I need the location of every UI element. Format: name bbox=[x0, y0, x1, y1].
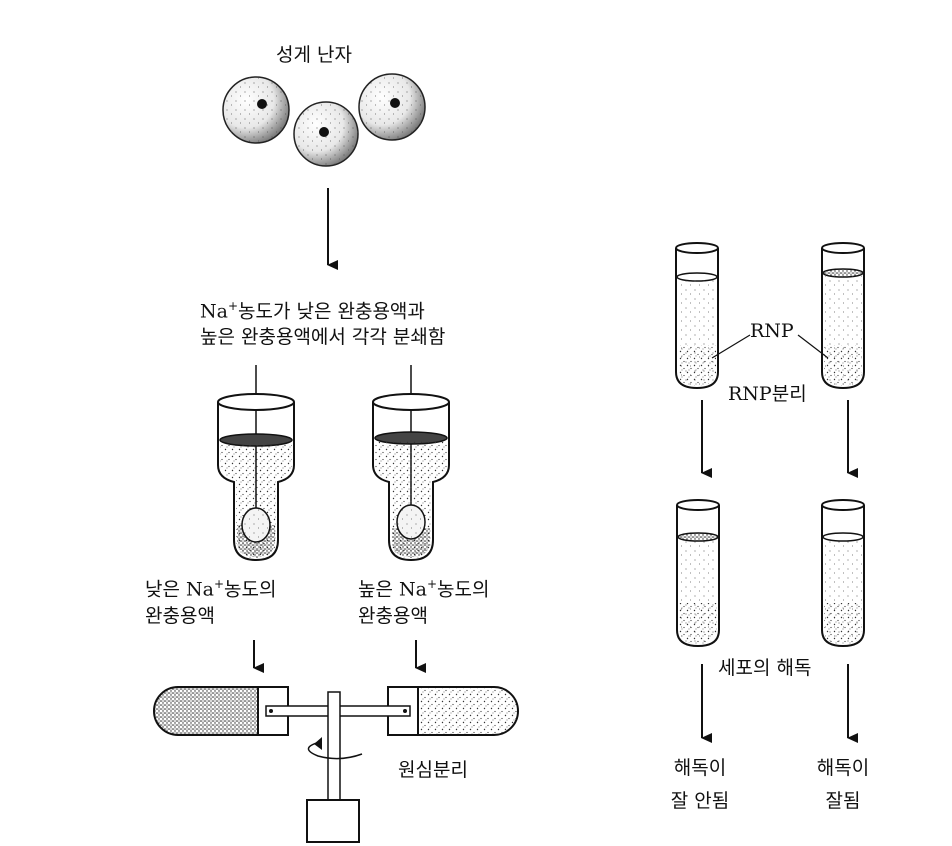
rnp-pointer-right bbox=[797, 334, 829, 359]
translation-tube-left bbox=[676, 499, 720, 648]
eggs-label: 성게 난자 bbox=[276, 44, 352, 66]
good-translation-line1: 해독이 bbox=[816, 757, 870, 779]
low-na-label-line1: 낮은 Na+농도의 bbox=[145, 571, 276, 603]
homogenizer-left bbox=[217, 365, 295, 562]
plus-sup: + bbox=[213, 577, 225, 591]
dissolve-text-line2: 높은 완충용액에서 각각 분쇄함 bbox=[200, 326, 446, 348]
plus-sup: + bbox=[426, 577, 438, 591]
homogenizer-right bbox=[372, 365, 450, 562]
low-na-label-line2: 완충용액 bbox=[145, 605, 215, 627]
cell-translation-label: 세포의 해독 bbox=[718, 657, 812, 679]
high-na-prefix: 높은 Na bbox=[358, 578, 427, 601]
translation-tube-right bbox=[821, 499, 865, 648]
rnp-separation-label: RNP분리 bbox=[728, 383, 807, 405]
plus-sup: + bbox=[227, 299, 239, 313]
rnp-tube-left bbox=[675, 242, 719, 390]
dissolve-line1-rest: 농도가 낮은 완충용액과 bbox=[238, 300, 425, 323]
high-na-label-line1: 높은 Na+농도의 bbox=[358, 571, 489, 603]
rnp-label: RNP bbox=[750, 320, 794, 342]
good-translation-line2: 잘됨 bbox=[825, 790, 861, 812]
na-symbol: Na bbox=[200, 300, 228, 323]
rnp-pointer-left bbox=[711, 334, 751, 359]
dissolve-text-line1: Na+농도가 낮은 완충용액과 bbox=[200, 293, 425, 325]
poor-translation-line2: 잘 안됨 bbox=[670, 790, 730, 812]
poor-translation-line1: 해독이 bbox=[673, 757, 727, 779]
high-na-label-line2: 완충용액 bbox=[358, 605, 428, 627]
sea-urchin-eggs bbox=[222, 73, 426, 167]
high-na-suffix: 농도의 bbox=[437, 578, 490, 601]
centrifuge bbox=[153, 686, 519, 843]
low-na-prefix: 낮은 Na bbox=[145, 578, 214, 601]
rnp-tube-right bbox=[821, 242, 865, 390]
centrifugation-label: 원심분리 bbox=[398, 759, 468, 781]
low-na-suffix: 농도의 bbox=[224, 578, 277, 601]
